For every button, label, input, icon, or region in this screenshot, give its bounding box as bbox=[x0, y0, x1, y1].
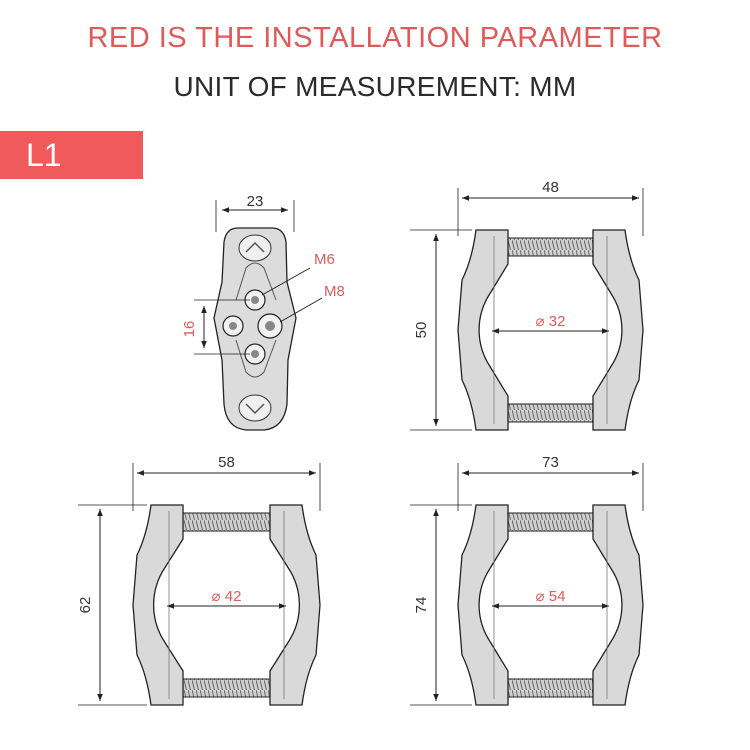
clamp-half-right bbox=[269, 504, 321, 706]
clamp-width-label: 58 bbox=[218, 454, 235, 471]
model-badge: L1 bbox=[0, 131, 143, 179]
clamp-height-label: 74 bbox=[413, 597, 430, 614]
clamp-view-3: 73 74 ⌀ 54 bbox=[410, 454, 644, 706]
label-m6: M6 bbox=[314, 251, 335, 268]
plate-end-oval bbox=[238, 234, 272, 262]
plate-ridge bbox=[235, 339, 277, 378]
leader-line bbox=[261, 267, 311, 296]
hole-center bbox=[251, 296, 259, 304]
mounting-plate: 23 16 M6 M8 bbox=[181, 193, 345, 431]
clamp-half-left bbox=[457, 229, 509, 431]
plate-end-oval bbox=[238, 394, 272, 422]
clamp-diameter-label: ⌀ 32 bbox=[536, 313, 566, 330]
clamp-view-2: 58 62 ⌀ 42 bbox=[77, 454, 321, 706]
label-m8: M8 bbox=[324, 283, 345, 300]
clamp-view-1: 48 50 ⌀ 32 bbox=[410, 179, 644, 431]
clamp-half-right bbox=[592, 229, 644, 431]
plate-body bbox=[213, 227, 297, 431]
clamp-height-label: 50 bbox=[413, 322, 430, 339]
hole-center bbox=[251, 350, 259, 358]
clamp-half-left bbox=[132, 504, 184, 706]
header-title: RED IS THE INSTALLATION PARAMETER bbox=[87, 22, 663, 54]
plate-ridge bbox=[235, 262, 277, 301]
clamp-diameter-label: ⌀ 54 bbox=[536, 588, 566, 605]
clamp-drawings: 48 50 ⌀ 32 58 62 ⌀ 42 73 74 ⌀ 54 bbox=[77, 179, 644, 706]
plate-spacing-label: 16 bbox=[181, 321, 198, 338]
clamp-width-label: 73 bbox=[542, 454, 559, 471]
clamp-half-left bbox=[457, 504, 509, 706]
clamp-height-label: 62 bbox=[77, 597, 94, 614]
leader-line bbox=[279, 297, 323, 323]
clamp-diameter-label: ⌀ 42 bbox=[212, 588, 242, 605]
clamp-width-label: 48 bbox=[542, 179, 559, 196]
chevron-down-icon bbox=[245, 403, 265, 415]
clamp-half-right bbox=[592, 504, 644, 706]
hole-center bbox=[265, 321, 275, 331]
hole-center bbox=[229, 322, 237, 330]
unit-subtitle: UNIT OF MEASUREMENT: MM bbox=[173, 71, 577, 102]
plate-width-label: 23 bbox=[247, 193, 264, 210]
chevron-up-icon bbox=[245, 241, 265, 253]
